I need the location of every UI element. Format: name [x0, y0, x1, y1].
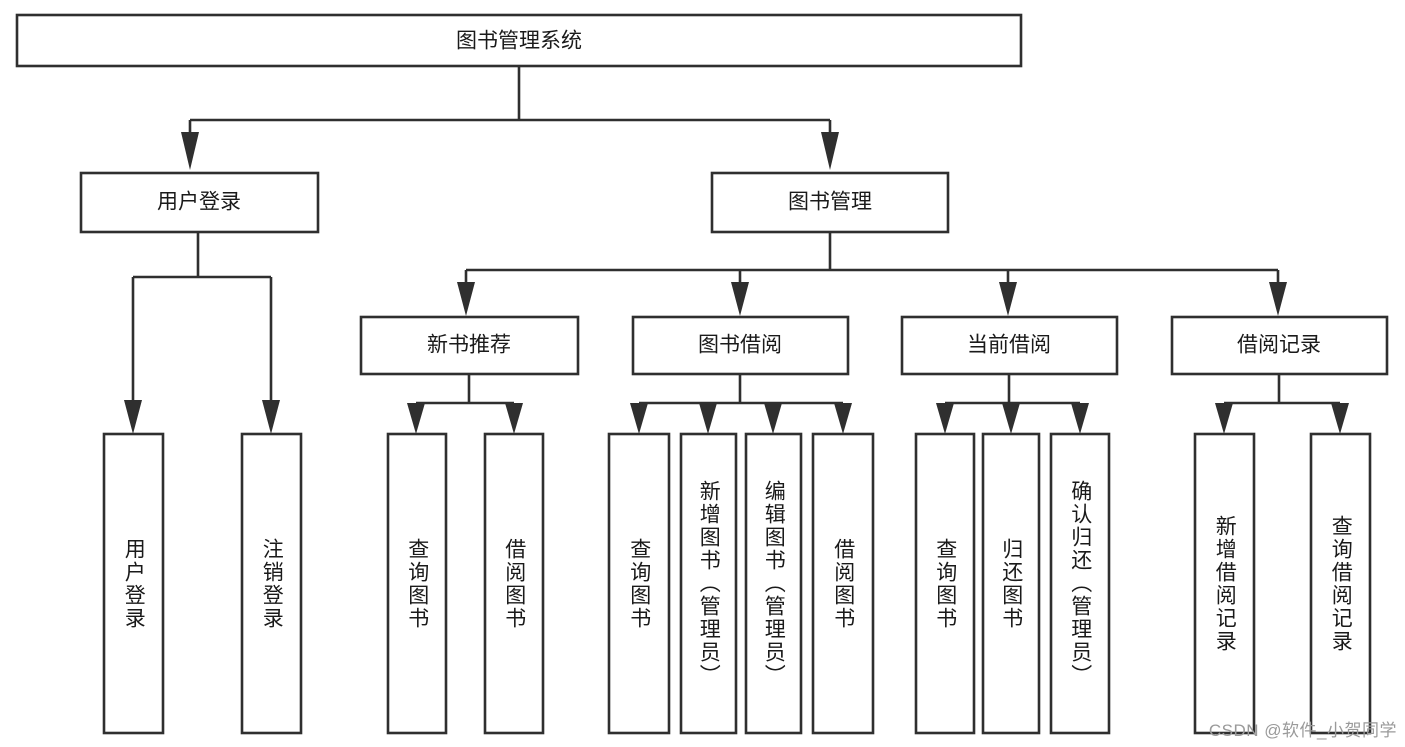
node-user-login-label: 用户登录: [157, 191, 241, 214]
node-book-management-box[interactable]: [710, 171, 950, 234]
node-user-login-box[interactable]: [79, 171, 320, 234]
arrow-head-leaf-logout: [262, 400, 280, 434]
node-book-borrow-label: 图书借阅: [698, 334, 782, 357]
arrow-head-leaf-add-book: [699, 403, 717, 434]
arrow-head-book-borrow: [731, 282, 749, 316]
node-root-box[interactable]: [15, 13, 1023, 68]
arrow-head-leaf-user-login: [124, 400, 142, 434]
node-leaf-confirm-return-box[interactable]: [1049, 432, 1111, 735]
node-borrow-record-label: 借阅记录: [1237, 334, 1321, 357]
connector-group-book-borrow: [630, 374, 852, 434]
arrow-head-current-borrow: [999, 282, 1017, 316]
connector-group-root: [181, 66, 839, 170]
node-leaf-edit-book-box[interactable]: [744, 432, 803, 735]
connector-group-book-management: [457, 232, 1287, 316]
watermark-text: CSDN @软件_小贺同学: [1208, 721, 1397, 740]
arrow-head-leaf-confirm-return: [1071, 403, 1089, 434]
node-book-borrow-box[interactable]: [631, 315, 850, 376]
arrow-head-book-management: [821, 132, 839, 170]
arrow-head-leaf-borrow-book-2: [834, 403, 852, 434]
arrow-head-leaf-borrow-book-1: [505, 403, 523, 434]
arrow-head-borrow-record: [1269, 282, 1287, 316]
node-leaf-query-record-box[interactable]: [1309, 432, 1372, 735]
node-leaf-query-book-1-box[interactable]: [386, 432, 448, 735]
connector-group-current-borrow: [936, 374, 1089, 434]
node-leaf-logout-box[interactable]: [240, 432, 303, 735]
node-leaf-query-book-3-box[interactable]: [914, 432, 976, 735]
node-borrow-record-box[interactable]: [1170, 315, 1389, 376]
node-current-borrow-label: 当前借阅: [967, 334, 1051, 357]
arrow-head-leaf-query-book-3: [936, 403, 954, 434]
arrow-head-leaf-return-book: [1002, 403, 1020, 434]
arrow-head-new-book-recommend: [457, 282, 475, 316]
arrow-head-leaf-query-record: [1331, 403, 1349, 434]
node-new-book-recommend-box[interactable]: [359, 315, 580, 376]
arrow-head-leaf-edit-book: [764, 403, 782, 434]
connector-group-new-book-recommend: [407, 374, 523, 434]
connector-group-borrow-record: [1215, 374, 1349, 434]
node-leaf-user-login-box[interactable]: [102, 432, 165, 735]
node-book-management-label: 图书管理: [788, 191, 872, 214]
node-leaf-return-book-box[interactable]: [981, 432, 1041, 735]
node-leaf-borrow-book-2-box[interactable]: [811, 432, 875, 735]
arrow-head-leaf-query-book-1: [407, 403, 425, 434]
connector-group-user-login: [124, 232, 280, 434]
node-leaf-borrow-book-1-box[interactable]: [483, 432, 545, 735]
node-leaf-add-book-box[interactable]: [679, 432, 738, 735]
arrow-head-leaf-query-book-2: [630, 403, 648, 434]
node-leaf-add-record-box[interactable]: [1193, 432, 1256, 735]
arrow-head-user-login: [181, 132, 199, 170]
node-new-book-recommend-label: 新书推荐: [427, 334, 511, 357]
node-root-label: 图书管理系统: [456, 30, 582, 53]
node-leaf-query-book-2-box[interactable]: [607, 432, 671, 735]
node-current-borrow-box[interactable]: [900, 315, 1119, 376]
arrow-head-leaf-add-record: [1215, 403, 1233, 434]
